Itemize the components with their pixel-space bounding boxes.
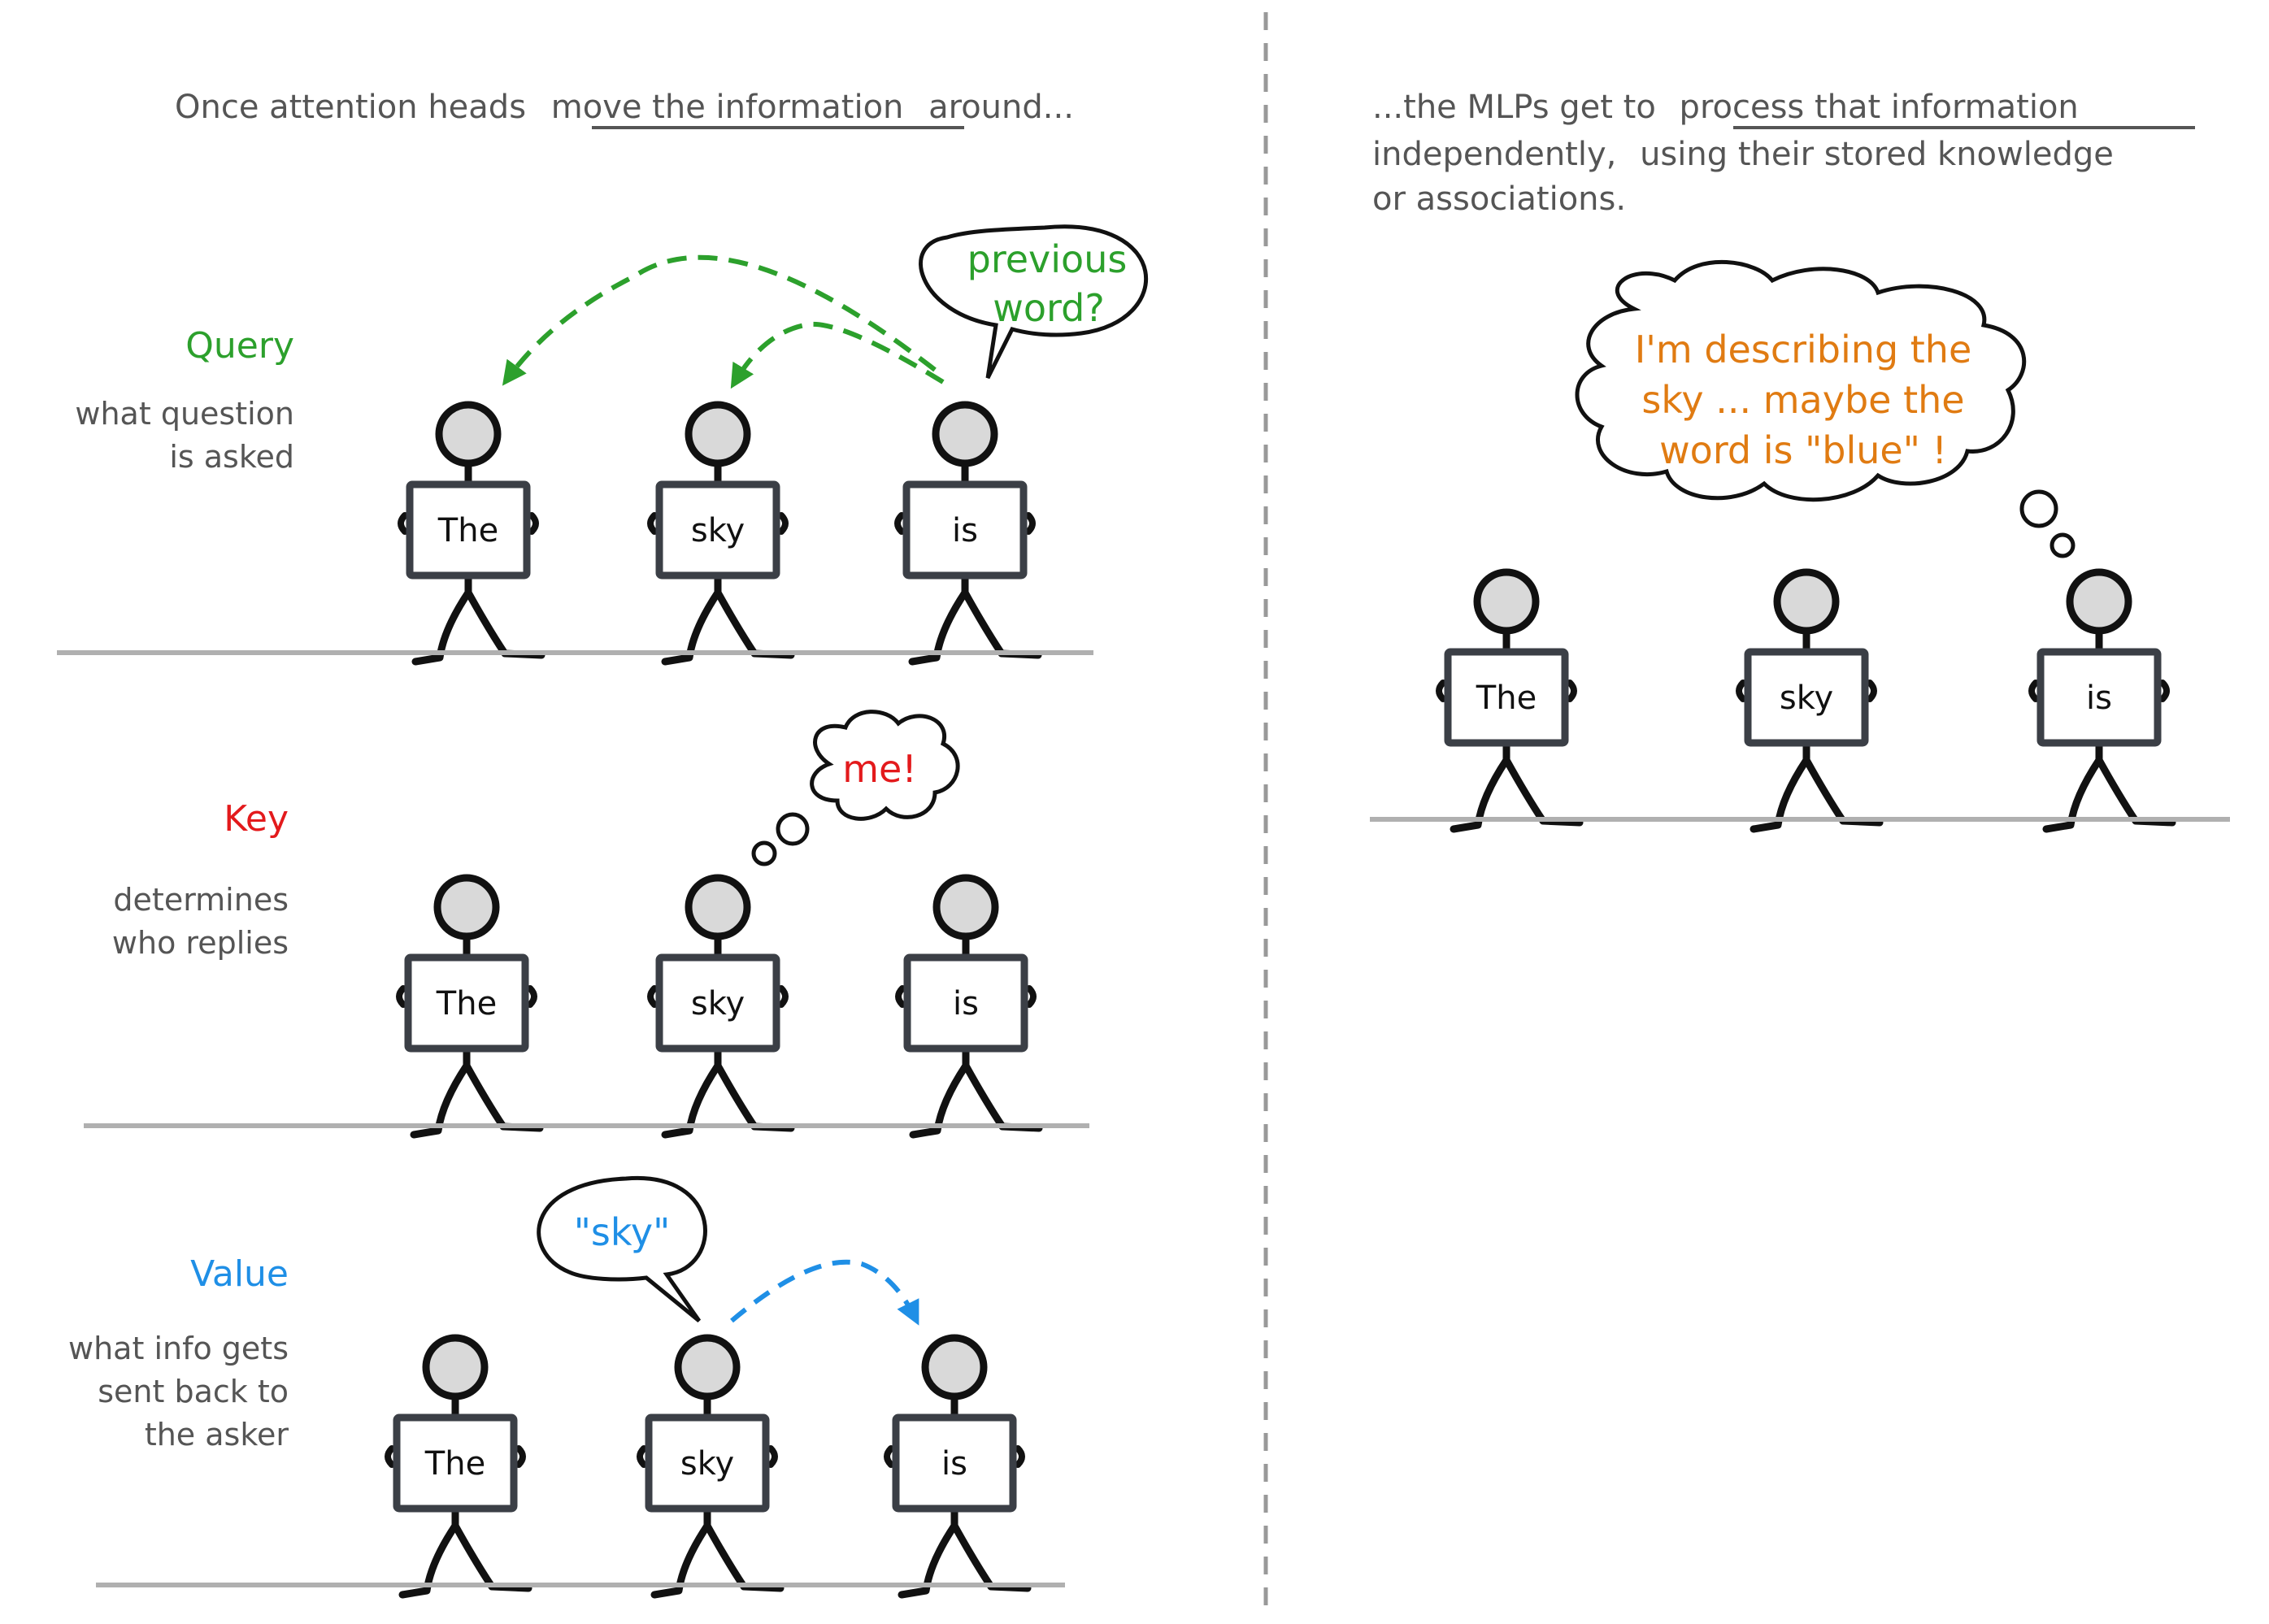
left-header-underlined: move the information (551, 89, 904, 126)
query-bubble-text-1: previous (967, 237, 1128, 281)
mlp-figure-is: is (2032, 572, 2172, 829)
value-figure-sky: sky (640, 1338, 780, 1595)
sign-text-is: is (2086, 680, 2112, 717)
query-desc-1: what question (75, 396, 294, 432)
query-arrow-to-sky (730, 321, 945, 389)
value-figure-is: is (887, 1338, 1028, 1595)
sign-text-is: is (952, 512, 978, 549)
value-desc-2: sent back to (98, 1374, 289, 1409)
query-desc-2: is asked (169, 439, 294, 475)
mlp-figure-the: The (1439, 572, 1580, 829)
query-figure-the: The (401, 405, 541, 662)
sign-text-sky: sky (680, 1445, 734, 1483)
key-figure-the: The (399, 878, 540, 1135)
mlp-figure-sky: sky (1739, 572, 1880, 829)
sign-text-the: The (436, 985, 497, 1023)
sign-text-the: The (437, 512, 498, 549)
sign-text-sky: sky (691, 512, 745, 549)
value-speech-bubble (537, 1175, 707, 1322)
mlp-thought-line-2: sky ... maybe the (1641, 378, 1964, 422)
left-header: Once attention heads move the informatio… (175, 89, 1074, 126)
value-desc-3: the asker (145, 1417, 289, 1452)
sign-text-sky: sky (1780, 680, 1833, 717)
query-figure-is: is (898, 405, 1038, 662)
mlp-thought-line-1: I'm describing the (1635, 328, 1972, 371)
sign-text-is: is (941, 1445, 967, 1483)
mlp-thought-cloud (1575, 259, 2076, 558)
query-figure-sky: sky (650, 405, 791, 662)
key-desc-2: who replies (112, 925, 289, 961)
sign-text-is: is (953, 985, 979, 1023)
query-speech-bubble (919, 224, 1148, 380)
key-thought-cloud (751, 710, 960, 866)
sign-text-sky: sky (691, 985, 745, 1023)
query-arrow-to-the (502, 254, 937, 386)
value-bubble-text: "sky" (574, 1210, 671, 1254)
key-bubble-text: me! (842, 747, 917, 791)
right-header-line1: ...the MLPs get to process that informat… (1372, 89, 2079, 126)
query-label: Query (185, 325, 294, 367)
mlp-thought-line-3: word is "blue" ! (1659, 428, 1947, 472)
query-bubble-text-2: word? (993, 286, 1104, 330)
sign-text-the: The (1476, 680, 1537, 717)
left-header-pre: Once attention heads (175, 89, 526, 126)
sign-text-the: The (424, 1445, 485, 1483)
key-figure-sky: sky (650, 878, 791, 1135)
value-figure-the: The (388, 1338, 528, 1595)
value-arrow (730, 1259, 919, 1326)
right-header-line2: independently, using their stored knowle… (1372, 136, 2114, 173)
right-header-line3: or associations. (1372, 180, 1626, 218)
key-desc-1: determines (113, 882, 289, 918)
value-label: Value (190, 1253, 289, 1295)
key-label: Key (224, 798, 289, 840)
left-header-post: around... (928, 89, 1074, 126)
key-figure-is: is (898, 878, 1039, 1135)
value-desc-1: what info gets (68, 1331, 289, 1366)
